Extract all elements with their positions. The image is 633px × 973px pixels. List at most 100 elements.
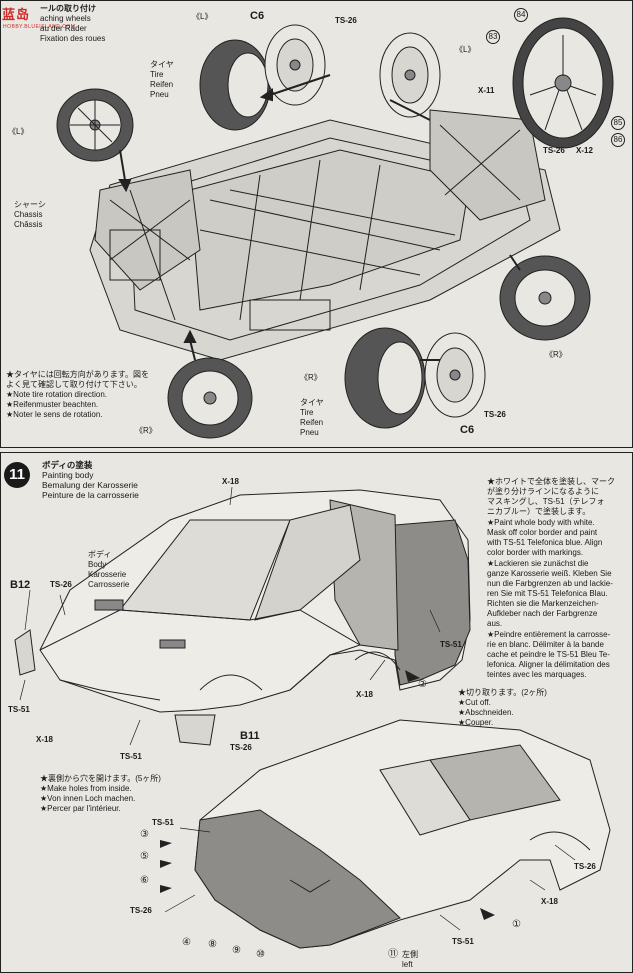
marker-l-top: 《L》 bbox=[192, 12, 213, 21]
paint-note-line-15: ★Peindre entièrement la carrosse- bbox=[487, 630, 611, 639]
part-85: 85 bbox=[611, 116, 625, 130]
wheel-detail bbox=[512, 17, 614, 149]
marker-l-left: 《L》 bbox=[8, 127, 29, 136]
cut-note-fr: ★Couper. bbox=[458, 718, 494, 727]
wheel-front-left bbox=[56, 88, 134, 162]
code-ts26-top: TS-26 bbox=[335, 16, 357, 25]
watermark-logo: 蓝岛 bbox=[2, 7, 31, 22]
code-x18-left: X-18 bbox=[36, 735, 53, 744]
paint-note-line-9: ganze Karosserie weiß. Kleben Sie bbox=[487, 569, 612, 578]
tire-label-top-de: Reifen bbox=[150, 80, 174, 89]
paint-note-line-8: ★Lackieren sie zunächst die bbox=[487, 559, 589, 568]
circled-3: ③ bbox=[140, 829, 149, 840]
step10-title-de: au der Räder bbox=[40, 24, 87, 33]
wheel-rear-left bbox=[379, 32, 441, 118]
tire-label-bottom-fr: Pneu bbox=[300, 428, 319, 437]
code-ts51-rear: TS-51 bbox=[152, 818, 174, 827]
code-ts51-rear-bottom: TS-51 bbox=[452, 937, 474, 946]
code-ts26-wheel: TS-26 bbox=[543, 146, 565, 155]
rotation-note-jp1: ★タイヤには回転方向があります。図を bbox=[6, 370, 149, 379]
marker-r-left: 《R》 bbox=[135, 426, 157, 435]
tire-label-bottom-en: Tire bbox=[300, 408, 314, 417]
paint-note-line-5: Mask off color border and paint bbox=[487, 528, 598, 537]
rotation-note-de: ★Reifenmuster beachten. bbox=[6, 400, 99, 409]
circled-6: ⑥ bbox=[140, 875, 149, 886]
paint-note-line-12: Richten sie die Markenzeichen- bbox=[487, 599, 599, 608]
chassis-drawing bbox=[89, 109, 561, 361]
wheel-front-right bbox=[167, 357, 253, 439]
tire-label-bottom-jp: タイヤ bbox=[300, 398, 324, 407]
step11-title-en: Painting body bbox=[42, 470, 94, 480]
watermark-url: HOBBY.BLUEISLAND.COM bbox=[3, 24, 76, 30]
left-label-en: left bbox=[402, 960, 413, 969]
paint-note-line-0: ★ホワイトで全体を塗装し、マーク bbox=[487, 477, 615, 486]
tire-label-bottom-de: Reifen bbox=[300, 418, 324, 427]
rotation-note-fr: ★Noter le sens de rotation. bbox=[6, 410, 103, 419]
body-rear-drawing bbox=[194, 719, 611, 949]
paint-note-line-3: ニカブルー）で塗装します。 bbox=[487, 507, 591, 516]
step11-title-de: Bemalung der Karosserie bbox=[42, 480, 138, 490]
part-84: 84 bbox=[514, 8, 528, 22]
paint-note-line-11: ren Sie mit TS-51 Telefonica Blau. bbox=[487, 589, 608, 598]
paint-note-line-2: マスキングし、TS-51（テレフォ bbox=[487, 497, 605, 506]
wheel-rear-right bbox=[499, 255, 591, 341]
code-x18-rear: X-18 bbox=[541, 897, 558, 906]
code-b12: B12 bbox=[10, 579, 31, 591]
paint-note-line-16: rie en blanc. Délimiter à la bande bbox=[487, 640, 604, 649]
paint-note-line-14: aus. bbox=[487, 619, 503, 628]
circled-11: ⑪ bbox=[388, 949, 398, 960]
paint-note-line-13: Aufkleber nach der Farbgrenze bbox=[487, 609, 598, 618]
step11-number: 11 bbox=[4, 462, 30, 488]
circled-8: ⑧ bbox=[208, 939, 217, 950]
rotation-note-jp2: よく見て確認して取り付けて下さい。 bbox=[6, 380, 142, 389]
tire-top bbox=[199, 24, 326, 131]
code-x11: X-11 bbox=[478, 86, 495, 95]
rotation-note-en: ★Note tire rotation direction. bbox=[6, 390, 107, 399]
body-label-en: Body bbox=[88, 560, 107, 569]
code-ts51-left: TS-51 bbox=[8, 705, 30, 714]
code-ts26-b11: TS-26 bbox=[230, 743, 252, 752]
wing-b11 bbox=[174, 714, 216, 746]
code-ts26-rear-right: TS-26 bbox=[574, 862, 596, 871]
left-label-jp: 左側 bbox=[402, 950, 418, 959]
body-label-fr: Carrosserie bbox=[88, 580, 130, 589]
code-c6-top: C6 bbox=[250, 10, 265, 22]
paint-note-line-7: color border with markings. bbox=[487, 548, 584, 557]
cut-note-de: ★Abschneiden. bbox=[458, 708, 514, 717]
body-label-de: Karosserie bbox=[88, 570, 127, 579]
paint-note-line-6: with TS-51 Telefonica blue. Align bbox=[487, 538, 603, 547]
code-b11: B11 bbox=[240, 730, 260, 742]
step11-title-jp: ボディの塗装 bbox=[42, 460, 93, 470]
paint-note-line-4: ★Paint whole body with white. bbox=[487, 518, 595, 527]
part-83: 83 bbox=[486, 30, 500, 44]
marker-r-right: 《R》 bbox=[545, 350, 567, 359]
tire-label-top-jp: タイヤ bbox=[150, 60, 174, 69]
code-ts26-b12: TS-26 bbox=[50, 580, 72, 589]
chassis-label-jp: シャーシ bbox=[14, 200, 46, 209]
chassis-label-fr: Châssis bbox=[14, 220, 43, 229]
hole-note-de: ★Von innen Loch machen. bbox=[40, 794, 136, 803]
circled-5: ⑤ bbox=[140, 851, 149, 862]
marker-r-bottom: 《R》 bbox=[300, 373, 322, 382]
code-x18-mid: X-18 bbox=[356, 690, 373, 699]
code-ts51-right: TS-51 bbox=[440, 640, 462, 649]
code-x18-top: X-18 bbox=[222, 477, 239, 486]
marker-l-right: 《L》 bbox=[455, 45, 476, 54]
step10-title-jp: ールの取り付け bbox=[40, 4, 96, 13]
hole-note-fr: ★Percer par l'intérieur. bbox=[40, 804, 121, 813]
step11-title-fr: Peinture de la carrosserie bbox=[42, 490, 139, 500]
step10-title-fr: Fixation des roues bbox=[40, 34, 106, 43]
tire-label-top-fr: Pneu bbox=[150, 90, 169, 99]
wing-b12 bbox=[14, 629, 36, 676]
body-label-jp: ボディ bbox=[88, 550, 112, 559]
circled-1: ① bbox=[512, 919, 521, 930]
code-x12: X-12 bbox=[576, 146, 593, 155]
paint-note-line-1: が塗り分けラインになるように bbox=[487, 487, 599, 496]
cut-note-jp: ★切り取ります。(2ヶ所) bbox=[458, 688, 547, 697]
tire-label-top-en: Tire bbox=[150, 70, 164, 79]
circled-4: ④ bbox=[182, 937, 191, 948]
step10-title-en: aching wheels bbox=[40, 14, 91, 23]
chassis-label-en: Chassis bbox=[14, 210, 43, 219]
